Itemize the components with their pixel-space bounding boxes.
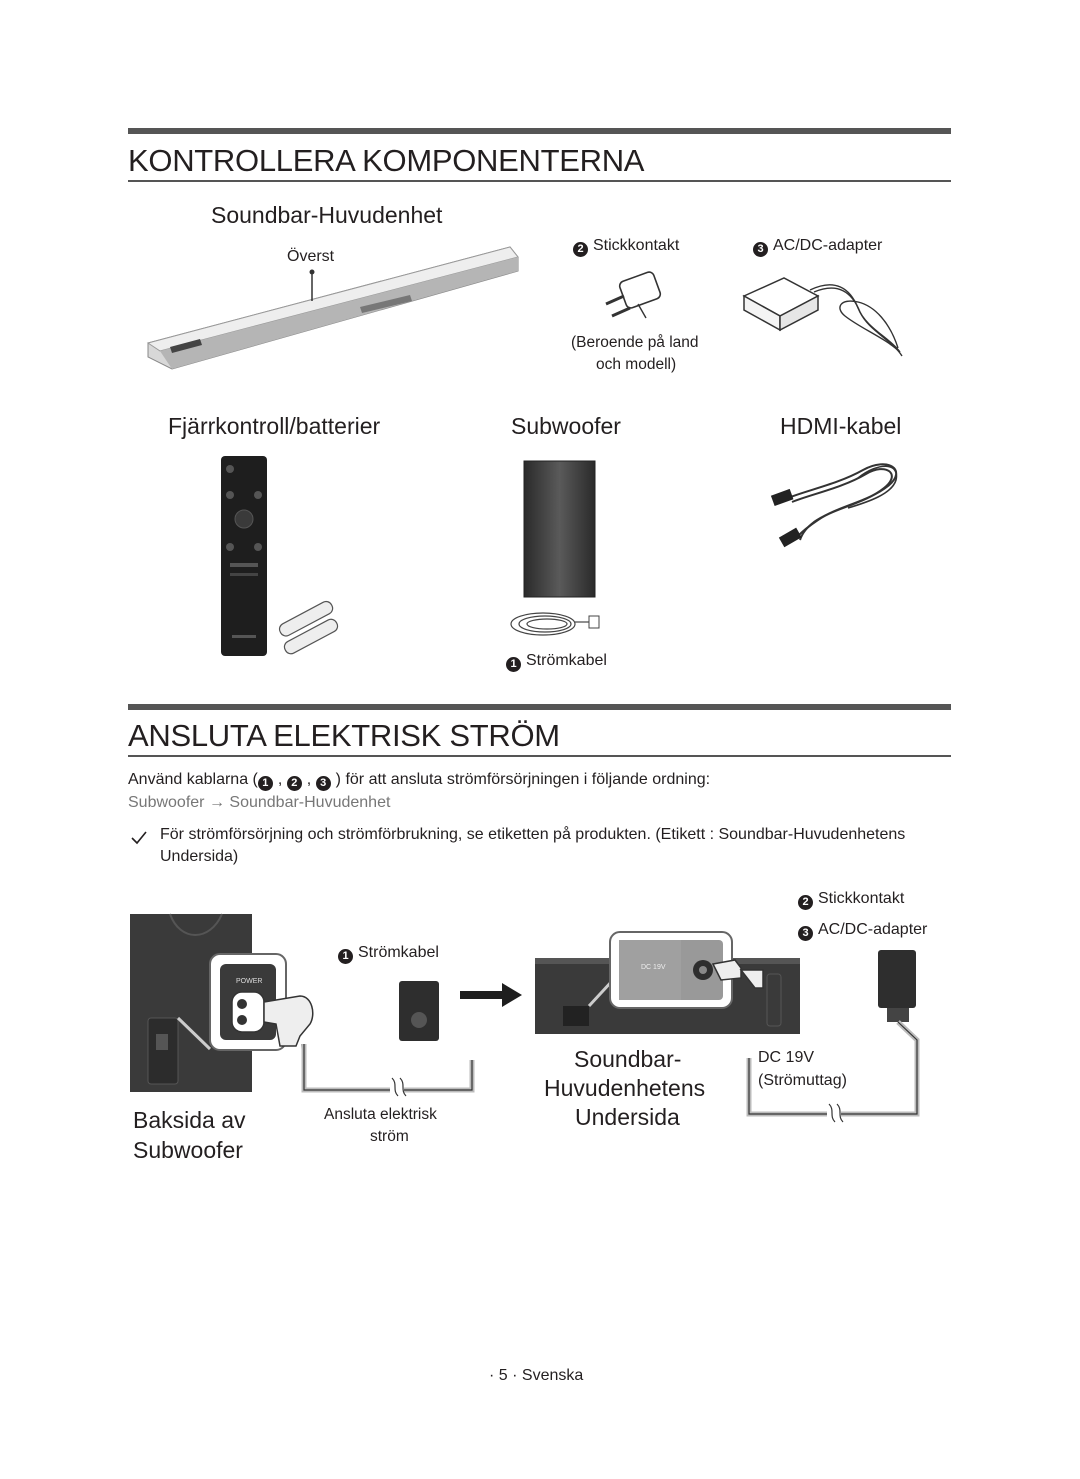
wall-outlet-icon <box>399 981 439 1041</box>
power-outlet-label: (Strömuttag) <box>758 1072 847 1089</box>
diagram-plug-badge: 2 <box>798 895 813 910</box>
plug-note-line1: (Beroende på land <box>571 334 699 351</box>
power-button-label: POWER <box>236 978 263 985</box>
plug-icon <box>605 271 662 319</box>
note-line1: För strömförsörjning och strömförbruknin… <box>160 826 906 843</box>
adapter-label: 3 AC/DC-adapter <box>753 237 882 257</box>
dc-port-small-label: DC 19V <box>641 964 666 971</box>
intro-badge-2: 2 <box>286 776 302 791</box>
power-cable-number-badge: 1 <box>506 657 521 672</box>
diagram-cable-badge: 1 <box>338 949 353 964</box>
section1-title-underline <box>128 180 951 182</box>
batteries-illustration <box>278 600 339 655</box>
adapter-right-illustration <box>746 950 920 1128</box>
power-cable-illustration <box>510 612 600 636</box>
checkmark-icon <box>131 831 147 845</box>
note-line2: Undersida) <box>160 848 239 865</box>
subwoofer-heading: Subwoofer <box>511 413 621 439</box>
connect-power-line1: Ansluta elektrisk <box>324 1106 437 1123</box>
adapter-number-badge: 3 <box>753 242 768 257</box>
intro-text: Använd kablarna (1, 2, 3 ) för att anslut… <box>128 771 710 791</box>
hdmi-cable-illustration <box>770 463 898 548</box>
diagram-adapter-text: AC/DC-adapter <box>818 921 928 938</box>
section2-top-rule <box>128 704 951 710</box>
diagram-cable-label: 1 Strömkabel <box>338 944 439 964</box>
remote-control-illustration <box>221 456 267 656</box>
diagram-adapter-badge: 3 <box>798 926 813 941</box>
soundbar-bottom-line3: Undersida <box>575 1104 680 1130</box>
top-label: Överst <box>287 248 335 265</box>
diagram-cable-text: Strömkabel <box>358 944 439 961</box>
section1-top-rule <box>128 128 951 134</box>
diagram-adapter-label: 3 AC/DC-adapter <box>798 921 927 941</box>
section1-title: KONTROLLERA KOMPONENTERNA <box>128 143 645 178</box>
plug-number-badge: 2 <box>573 242 588 257</box>
diagram-plug-label: 2 Stickkontakt <box>798 890 904 910</box>
connect-power-line2: ström <box>370 1128 409 1145</box>
intro-badge-3: 3 <box>315 776 331 791</box>
soundbar-illustration <box>146 246 519 370</box>
remote-heading: Fjärrkontroll/batterier <box>168 413 381 439</box>
soundbar-heading: Soundbar-Huvudenhet <box>211 202 443 228</box>
dc-19v-label: DC 19V <box>758 1049 815 1066</box>
adapter-label-text: AC/DC-adapter <box>773 237 883 254</box>
order-arrow: → <box>208 794 225 811</box>
plug-note-line2: och modell) <box>596 356 677 373</box>
hdmi-heading: HDMI-kabel <box>780 413 902 439</box>
diagram-plug-text: Stickkontakt <box>818 890 905 907</box>
intro-sep-1: , <box>277 771 283 788</box>
adapter-icon <box>742 277 903 357</box>
soundbar-bottom-illustration <box>535 931 800 1034</box>
order-from: Subwoofer <box>128 794 205 811</box>
intro-sep-2: , <box>306 771 312 788</box>
power-cable-label: 1 Strömkabel <box>506 652 607 672</box>
order-to: Soundbar-Huvudenhet <box>229 794 391 811</box>
page-footer: · 5 · Svenska <box>489 1367 584 1384</box>
subwoofer-illustration <box>523 460 596 598</box>
subwoofer-back-line2: Subwoofer <box>133 1137 243 1163</box>
soundbar-bottom-line1: Soundbar- <box>574 1046 682 1072</box>
connection-order: Subwoofer → Soundbar-Huvudenhet <box>128 794 390 812</box>
section2-title-underline <box>128 755 951 757</box>
right-arrow-icon <box>460 983 522 1007</box>
section2-title: ANSLUTA ELEKTRISK STRÖM <box>128 718 560 753</box>
cable-path-left <box>301 1044 475 1102</box>
soundbar-bottom-line2: Huvudenhetens <box>544 1075 706 1101</box>
plug-label-text: Stickkontakt <box>593 237 680 254</box>
intro-badge-1: 1 <box>257 776 273 791</box>
intro-post: ) för att ansluta strömförsörjningen i f… <box>335 771 711 788</box>
plug-label: 2 Stickkontakt <box>573 237 679 257</box>
power-cable-label-text: Strömkabel <box>526 652 607 669</box>
subwoofer-back-line1: Baksida av <box>133 1107 246 1133</box>
subwoofer-back-panel <box>130 913 314 1092</box>
intro-pre: Använd kablarna ( <box>128 771 258 788</box>
